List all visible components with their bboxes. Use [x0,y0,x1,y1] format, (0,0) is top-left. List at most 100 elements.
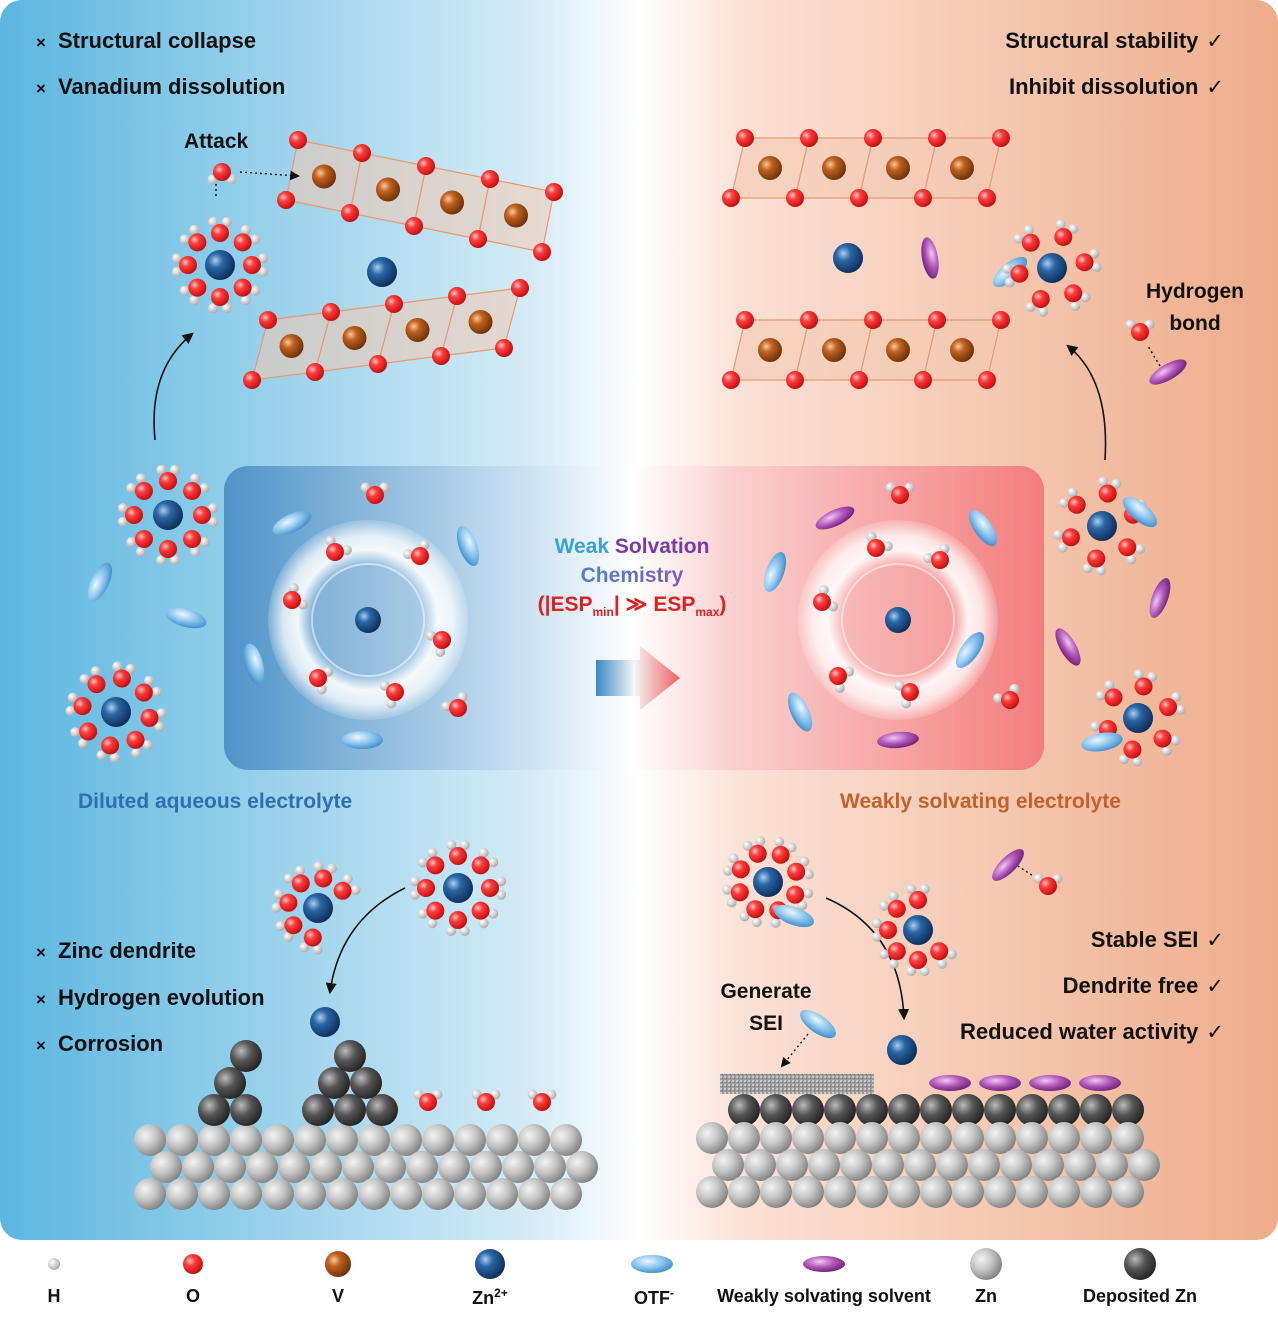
problem-zinc-dendrite: ×Zinc dendrite [36,938,197,963]
legend-label-zn: Zn [975,1286,997,1306]
oxygen-atom [748,844,767,863]
oxygen-atom [277,191,295,209]
oxygen-atom [731,860,750,879]
hydrogen-atom [726,897,737,908]
hydrogen-atom [1135,544,1146,555]
hydrogen-atom [117,516,128,527]
otf-anion [165,607,207,629]
oxygen-atom [449,911,467,929]
hydrogen-atom [739,911,750,922]
oxygen-atom [909,951,927,969]
zinc-metal-atom [262,1178,294,1210]
zinc-metal-atom [824,1122,856,1154]
hydrogen-atom [755,836,766,847]
oxygen-atom [1134,677,1153,696]
zinc-ion [1123,703,1153,733]
oxygen-atom [1087,549,1106,568]
hydrogen-atom [240,295,251,306]
benefit-structural-stability: Structural stability✓ [1005,28,1224,53]
hydrogen-atom [1038,306,1049,317]
vanadium-atom [312,164,336,189]
solvent-molecule [815,506,855,530]
hydrogen-atom [459,839,470,850]
otf-anion [272,510,312,536]
oxygen-atom [369,355,387,373]
zinc-metal-atom [326,1124,358,1156]
zinc-ion [367,257,397,287]
oxygen-atom [283,591,301,609]
deposited-zinc-atom [230,1040,262,1072]
oxygen-atom [1010,264,1029,283]
hydrogen-atom [169,464,180,475]
hydrogen-atom [169,555,180,566]
hydrogen-atom [1089,248,1100,259]
oxygen-atom [1098,484,1117,503]
zinc-ion [1037,253,1067,283]
deposited-zinc-atom [984,1094,1016,1126]
oxygen-atom [850,371,868,389]
oxygen-atom [243,371,261,389]
zinc-metal-atom [262,1124,294,1156]
hydrogen-atom [112,661,123,672]
zinc-ion [903,915,933,945]
oxygen-atom [193,506,211,524]
hydrogen-atom [131,747,142,758]
hydrogen-atom [446,926,457,937]
oxygen-atom [746,900,765,919]
transition-arrow [596,646,680,710]
deposited-zinc-atom [350,1067,382,1099]
oxygen-atom [481,879,499,897]
oxygen-atom [417,879,435,897]
zinc-metal-atom [776,1149,808,1181]
zinc-metal-atom [1128,1149,1160,1181]
hydrogen-atom [446,839,457,850]
hydrogen-atom [271,902,282,913]
problem-structural-collapse: ×Structural collapse [36,28,257,53]
deposited-zinc-atom [760,1094,792,1126]
hydrogen-atom [1058,497,1069,508]
oxygen-atom [73,697,92,716]
oxygen-atom [471,901,490,920]
hydrogen-atom [1096,565,1107,576]
hydrogen-atom [90,666,101,677]
oxygen-atom [211,288,229,306]
hydrogen-atom [1147,671,1158,682]
vanadium-atom [468,310,493,334]
hydrogen-atom [250,234,261,245]
hydrogen-atom [797,900,808,911]
attack-label: Attack [184,130,249,153]
zinc-metal-atom [760,1176,792,1208]
oxygen-atom [432,347,450,365]
otf-anion [955,632,985,668]
oxygen-atom [233,278,252,297]
oxygen-atom [405,217,423,235]
hydrogen-atom [126,482,137,493]
legend-label-v: V [331,1286,345,1306]
zinc-ion [885,607,911,633]
oxygen-atom [1118,538,1137,557]
oxygen-atom [213,163,231,181]
vanadium-atom [822,156,846,180]
zinc-metal-atom [390,1178,422,1210]
hydrogen-atom [190,473,201,484]
zinc-metal-atom [904,1149,936,1181]
hydrogen-atom [1023,224,1034,235]
otf-anion [774,904,814,928]
hydrogen-atom [312,944,323,955]
hydrogen-atom [126,537,137,548]
zinc-ion [205,250,235,280]
problem-hydrogen-evolution: ×Hydrogen evolution [36,985,265,1010]
solvent-molecule [1149,359,1187,385]
oxygen-atom [353,144,371,162]
hydrogen-atom [946,949,957,960]
benefit-stable-sei: Stable SEI✓ [1090,927,1224,952]
zinc-ion [1087,511,1117,541]
zinc-metal-atom [970,1248,1002,1280]
oxygen-atom [511,279,529,297]
hydrogen-atom [435,646,446,657]
hydrogen-atom [275,920,286,931]
hydrogen-atom [728,853,739,864]
oxygen-atom [901,683,919,701]
zinc-metal-atom [134,1124,166,1156]
